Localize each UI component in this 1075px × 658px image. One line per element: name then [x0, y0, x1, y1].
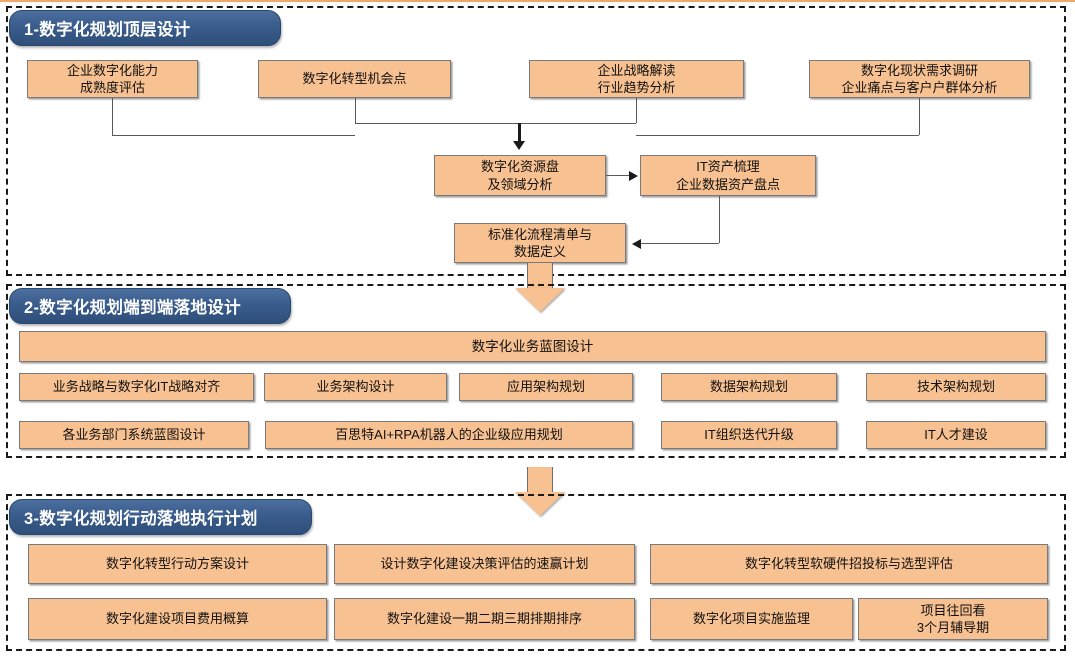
box-project-implementation-supervision[interactable]: 数字化项目实施监理: [650, 598, 853, 640]
section-1-banner[interactable]: 1-数字化规划顶层设计: [9, 10, 281, 46]
connector-bus-left: [112, 135, 355, 136]
connector-itasset-left: [641, 243, 719, 244]
connector-stem-to-resource-box: [518, 123, 521, 147]
top-orange-rule: [0, 0, 1075, 2]
flow-arrow-shaft-2: [527, 467, 553, 493]
arrowhead-down-to-resource-box: [513, 141, 525, 150]
box-digital-transformation-action-plan[interactable]: 数字化转型行动方案设计: [28, 544, 327, 584]
box-digital-status-demand-research[interactable]: 数字化现状需求调研 企业痛点与客户户群体分析: [809, 60, 1030, 98]
connector-v-box4: [919, 98, 920, 135]
box-application-architecture-planning[interactable]: 应用架构规划: [459, 373, 633, 401]
connector-itasset-down: [719, 196, 720, 243]
box-standard-process-and-data-definition[interactable]: 标准化流程清单与 数据定义: [454, 223, 626, 263]
box-phase-scheduling[interactable]: 数字化建设一期二期三期排期排序: [334, 598, 635, 640]
box-project-cost-estimation[interactable]: 数字化建设项目费用概算: [28, 598, 327, 640]
box-it-organization-iteration-upgrade[interactable]: IT组织迭代升级: [661, 421, 837, 449]
flow-arrow-head-1: [515, 288, 565, 312]
box-digital-business-blueprint-design[interactable]: 数字化业务蓝图设计: [19, 331, 1046, 362]
box-enterprise-strategy-interpretation[interactable]: 企业战略解读 行业趋势分析: [529, 60, 744, 98]
box-bestar-ai-rpa-enterprise-planning[interactable]: 百思特AI+RPA机器人的企业级应用规划: [265, 421, 633, 449]
box-it-asset-sorting[interactable]: IT资产梳理 企业数据资产盘点: [640, 155, 816, 196]
connector-v-box1: [112, 98, 113, 135]
section-3-frame: [6, 494, 1066, 651]
box-enterprise-digital-capability-maturity[interactable]: 企业数字化能力 成熟度评估: [27, 60, 198, 98]
section-3-banner-label: 3-数字化规划行动落地执行计划: [24, 510, 258, 528]
box-software-hardware-bidding-evaluation[interactable]: 数字化转型软硬件招投标与选型评估: [650, 544, 1048, 584]
section-3-banner[interactable]: 3-数字化规划行动落地执行计划: [9, 499, 312, 535]
connector-v-box2: [355, 98, 356, 123]
flow-arrow-s1-to-s2: [515, 263, 567, 313]
box-business-architecture-design[interactable]: 业务架构设计: [264, 373, 447, 401]
box-technology-architecture-planning[interactable]: 技术架构规划: [866, 373, 1046, 401]
connector-v-box3: [636, 98, 637, 123]
section-2-banner-label: 2-数字化规划端到端落地设计: [24, 299, 241, 317]
connector-resource-to-itasset: [606, 175, 633, 176]
box-data-architecture-planning[interactable]: 数据架构规划: [661, 373, 837, 401]
flow-arrow-s2-to-s3: [515, 467, 567, 517]
box-it-talent-development[interactable]: IT人才建设: [866, 421, 1046, 449]
section-2-banner[interactable]: 2-数字化规划端到端落地设计: [9, 288, 291, 324]
section-1-banner-label: 1-数字化规划顶层设计: [24, 21, 191, 39]
flow-arrow-head-2: [515, 492, 565, 516]
box-quick-win-plan-design[interactable]: 设计数字化建设决策评估的速赢计划: [334, 544, 635, 584]
box-digital-resource-inventory[interactable]: 数字化资源盘 及领域分析: [434, 155, 606, 196]
connector-bus-mid: [355, 123, 636, 124]
connector-bus-right: [636, 135, 919, 136]
arrowhead-right-to-itasset: [629, 171, 638, 181]
box-digital-transformation-opportunities[interactable]: 数字化转型机会点: [258, 60, 451, 98]
box-project-review-coaching-period[interactable]: 项目往回看 3个月辅导期: [858, 598, 1048, 640]
box-business-strategy-it-alignment[interactable]: 业务战略与数字化IT战略对齐: [19, 373, 254, 401]
box-department-system-blueprint-design[interactable]: 各业务部门系统蓝图设计: [19, 421, 249, 449]
arrowhead-left-to-standard-process: [632, 239, 641, 249]
section-2-frame: [6, 284, 1066, 458]
